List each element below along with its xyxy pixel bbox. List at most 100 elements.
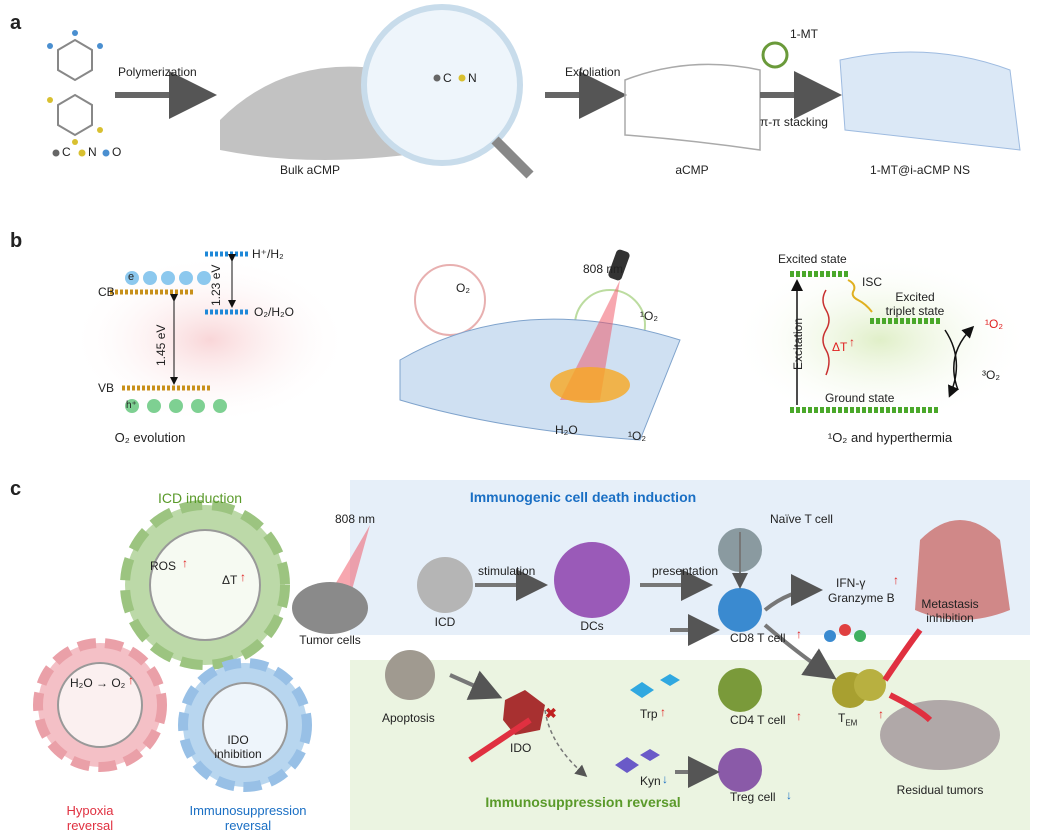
magnifier-lens — [361, 4, 523, 166]
vb-label: VB — [98, 381, 115, 395]
gap-145-label: 1.45 eV — [154, 324, 168, 366]
laser-head — [608, 249, 630, 281]
exfoliation-label: Exfoliation — [565, 65, 621, 79]
dc-cell — [554, 542, 630, 618]
h2-level-label: H⁺/H₂ — [252, 247, 284, 261]
o2-level-label: O₂/H₂O — [254, 305, 294, 319]
laser-label-b: 808 nm — [583, 262, 624, 276]
kyn-label: Kyn — [640, 774, 661, 788]
tem-sub: EM — [845, 718, 858, 728]
legend-o: O — [112, 145, 122, 159]
up-arrow-icon: ↑ — [796, 627, 802, 641]
trp-label: Trp — [640, 707, 658, 721]
tem-main: T — [838, 711, 846, 725]
h2o-label: H₂O — [555, 423, 578, 437]
stacking-label: π-π stacking — [760, 115, 828, 129]
ground-state-label: Ground state — [825, 391, 895, 405]
delta-t-c-label: ΔT — [222, 573, 238, 587]
dcs-label: DCs — [580, 619, 604, 633]
panel-label-a: a — [10, 12, 22, 34]
kyn-molecules — [615, 749, 660, 773]
icd-cell — [417, 557, 473, 613]
product-label: 1-MT@i-aCMP NS — [870, 163, 970, 177]
product-sheet — [839, 51, 1021, 151]
up-arrow-icon: ↑ — [182, 556, 188, 570]
treg-cell — [718, 748, 762, 792]
legend-n: N — [88, 145, 97, 159]
up-arrow-icon: ↑ — [893, 573, 899, 587]
svg-text:✖: ✖ — [545, 705, 557, 721]
legend-c: C — [62, 145, 71, 159]
apoptosis-label: Apoptosis — [382, 711, 435, 725]
down-arrow-icon: ↓ — [662, 772, 668, 786]
down-arrow-icon: ↓ — [786, 788, 792, 802]
panel-label-c: c — [10, 478, 22, 500]
cb-label: CB — [98, 285, 115, 299]
ifn-label: IFN-γ — [836, 576, 866, 590]
icd-title: Immunogenic cell death induction — [469, 489, 697, 505]
h2o-o2-label: H₂O → O₂ — [70, 676, 126, 690]
cd8-label: CD8 T cell — [730, 631, 786, 645]
hyperthermia-label: ¹O₂ and hyperthermia — [827, 430, 953, 445]
immunosuppression-reversal-label: Immunosuppression reversal — [189, 803, 307, 833]
presentation-label: presentation — [652, 564, 719, 578]
acmp-label: aCMP — [675, 163, 709, 177]
tumor-cells-label: Tumor cells — [299, 633, 361, 647]
electron-label: e — [128, 271, 135, 283]
1mt-label: 1-MT — [790, 27, 818, 41]
treg-label: Treg cell — [730, 790, 776, 804]
delta-t-label: ΔT — [832, 340, 848, 354]
panel-label-b: b — [10, 230, 23, 252]
nanosheet-center — [399, 318, 681, 441]
ido-enzyme — [503, 690, 545, 735]
granzyme-label: Granzyme B — [828, 591, 895, 605]
icd-induction-label: ICD induction — [157, 490, 243, 506]
bulk-acmp-label: Bulk aCMP — [279, 163, 341, 177]
up-arrow-icon: ↑ — [128, 673, 134, 687]
up-arrow-icon: ↑ — [796, 709, 802, 723]
magnifier-handle — [491, 136, 534, 179]
up-arrow-icon: ↑ — [240, 570, 246, 584]
metastasis-label: Metastasis inhibition — [921, 597, 979, 625]
ido-inhibition-label: IDO inhibition — [214, 733, 262, 761]
singlet-o2-red-label: ¹O₂ — [985, 317, 1003, 331]
cd8-t-cell — [718, 588, 762, 632]
up-arrow-icon: ↑ — [660, 705, 666, 719]
excitation-label: Excitation — [791, 317, 805, 370]
lung-image — [915, 520, 1010, 620]
gap-123-label: 1.23 eV — [209, 264, 223, 306]
naive-t-cell-label: Naïve T cell — [770, 512, 833, 526]
ido-label: IDO — [510, 741, 532, 755]
1mt-molecule — [761, 41, 789, 69]
heat-flame — [550, 367, 630, 403]
ros-label: ROS — [150, 559, 177, 573]
triplet-o2-label: ³O₂ — [982, 368, 1000, 382]
triplet-state-label: Excited triplet state — [885, 290, 945, 318]
cd4-label: CD4 T cell — [730, 713, 786, 727]
residual-tumors-label: Residual tumors — [896, 783, 984, 797]
trp-molecules — [630, 674, 680, 698]
stimulation-label: stimulation — [478, 564, 536, 578]
o2-bubble-label: O₂ — [456, 281, 470, 295]
up-arrow-icon: ↑ — [849, 335, 855, 349]
tem-label: TEM — [838, 711, 858, 728]
polymerization-label: Polymerization — [118, 65, 197, 79]
zoom-legend-n: N — [468, 71, 477, 85]
icd-label: ICD — [434, 615, 456, 629]
laser-label-c: 808 nm — [335, 512, 376, 526]
immunosuppression-title: Immunosuppression reversal — [485, 794, 681, 810]
excited-state-label: Excited state — [778, 252, 847, 266]
cd4-t-cell — [718, 668, 762, 712]
hypoxia-reversal-label: Hypoxia reversal — [66, 803, 114, 833]
isc-label: ISC — [862, 275, 883, 289]
tumor-cells-img — [292, 582, 368, 634]
monomer-molecules — [47, 30, 110, 157]
apoptosis-cell — [385, 650, 435, 700]
zoom-legend-c: C — [443, 71, 452, 85]
hole-label: h⁺ — [126, 400, 137, 411]
acmp-sheet — [624, 63, 761, 151]
singlet-o2-label-2: ¹O₂ — [628, 429, 646, 443]
up-arrow-icon: ↑ — [878, 707, 884, 721]
